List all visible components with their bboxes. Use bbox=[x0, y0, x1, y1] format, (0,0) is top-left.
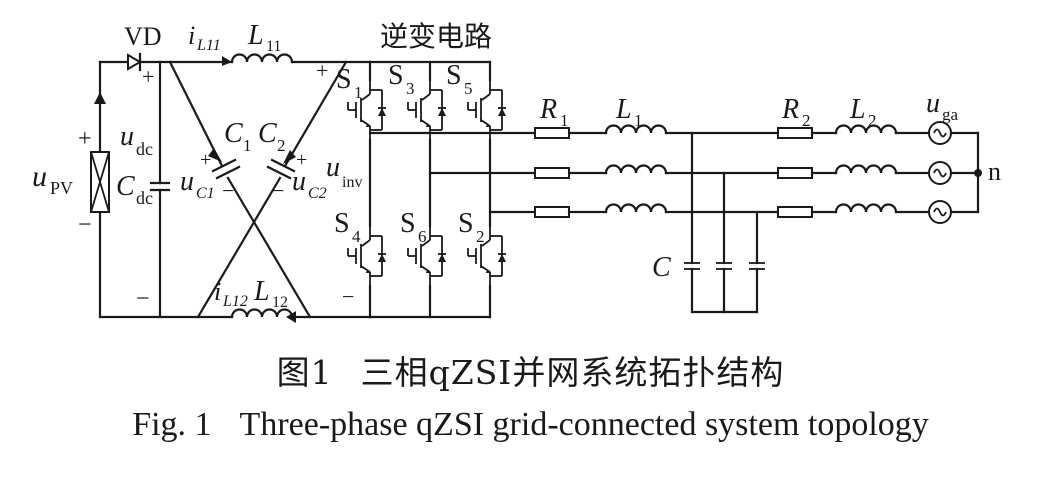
capacitor-c1-branch bbox=[168, 60, 312, 319]
inverter-title: 逆变电路 bbox=[380, 21, 492, 53]
l1-subscript: 1 bbox=[634, 111, 643, 130]
l11-subscript: 11 bbox=[266, 38, 281, 55]
r1-label: R bbox=[539, 94, 557, 125]
caption-en-number: Fig. 1 bbox=[132, 406, 212, 443]
cdc-subscript: dc bbox=[136, 188, 153, 208]
c2-subscript: 2 bbox=[277, 136, 286, 155]
s1-subscript: 1 bbox=[354, 83, 363, 102]
udc-subscript: dc bbox=[136, 139, 153, 159]
r2-subscript: 2 bbox=[802, 111, 811, 130]
uga-label: u bbox=[926, 88, 940, 119]
l11-label: L bbox=[247, 20, 264, 51]
uc1-plus-sign: + bbox=[200, 149, 211, 171]
l12-label: L bbox=[253, 276, 270, 307]
uga-subscript: ga bbox=[942, 105, 959, 124]
uc2-plus-sign: + bbox=[296, 149, 307, 171]
vd-label: VD bbox=[124, 22, 162, 51]
filter-c-label: C bbox=[652, 252, 671, 283]
r2-label: R bbox=[781, 94, 799, 125]
s6-label: S bbox=[400, 208, 416, 239]
diode-vd bbox=[127, 52, 142, 72]
inductor-l11 bbox=[230, 53, 294, 64]
s2-label: S bbox=[458, 208, 474, 239]
s3-label: S bbox=[388, 60, 404, 91]
uc2-label: u bbox=[292, 166, 306, 197]
caption-cn-text: 三相qZSI并网系统拓扑结构 bbox=[360, 353, 785, 392]
qzsi-circuit-diagram: + − u PV VD + u dc C dc − i L11 L 11 i L… bbox=[32, 20, 1001, 323]
il11-subscript: L11 bbox=[196, 37, 221, 54]
neutral-label: n bbox=[988, 157, 1001, 186]
upv-subscript: PV bbox=[50, 178, 73, 198]
uc1-subscript: C1 bbox=[196, 185, 215, 202]
dc-plus-sign: + bbox=[142, 64, 154, 89]
caption-en-text: Three-phase qZSI grid-connected system t… bbox=[239, 406, 929, 443]
inverter-leg-c bbox=[467, 60, 537, 319]
l12-subscript: 12 bbox=[272, 294, 288, 311]
inverter-leg-b bbox=[407, 60, 537, 319]
phase-b-line bbox=[534, 161, 980, 185]
inv-minus-sign: − bbox=[342, 284, 354, 309]
uc1-label: u bbox=[180, 166, 194, 197]
pv-plus-sign: + bbox=[78, 126, 92, 152]
r1-subscript: 1 bbox=[560, 111, 569, 130]
uc1-minus-sign: − bbox=[222, 178, 234, 203]
l2-label: L bbox=[849, 94, 866, 125]
uinv-label: u bbox=[326, 152, 340, 183]
s2-subscript: 2 bbox=[476, 227, 485, 246]
caption-english: Fig. 1 Three-phase qZSI grid-connected sy… bbox=[0, 406, 1061, 444]
udc-label: u bbox=[120, 121, 134, 152]
il12-label: i bbox=[214, 277, 221, 306]
l2-subscript: 2 bbox=[868, 111, 877, 130]
uinv-subscript: inv bbox=[342, 174, 362, 191]
s6-subscript: 6 bbox=[418, 227, 427, 246]
inverter-leg-a bbox=[347, 60, 537, 319]
s3-subscript: 3 bbox=[406, 79, 415, 98]
inv-plus-sign: + bbox=[316, 58, 328, 83]
cdc-label: C bbox=[116, 171, 135, 202]
c1-label: C bbox=[224, 118, 243, 149]
pv-minus-sign: − bbox=[78, 212, 92, 238]
phase-c-line bbox=[534, 200, 980, 224]
l1-label: L bbox=[615, 94, 632, 125]
s4-subscript: 4 bbox=[352, 227, 361, 246]
uc2-subscript: C2 bbox=[308, 185, 327, 202]
c2-label: C bbox=[258, 118, 277, 149]
filter-capacitors bbox=[683, 131, 766, 314]
capacitor-c2-branch bbox=[196, 60, 348, 319]
s5-subscript: 5 bbox=[464, 79, 473, 98]
caption-cn-number: 图1 bbox=[276, 353, 333, 392]
s4-label: S bbox=[334, 208, 350, 239]
il12-subscript: L12 bbox=[222, 293, 248, 310]
dc-minus-sign: − bbox=[136, 286, 150, 312]
uc2-minus-sign: − bbox=[272, 178, 284, 203]
neutral-bus bbox=[974, 131, 982, 214]
phase-a-line bbox=[534, 121, 980, 145]
pv-source bbox=[90, 60, 110, 319]
caption-chinese: 图1 三相qZSI并网系统拓扑结构 bbox=[0, 346, 1061, 394]
c1-subscript: 1 bbox=[243, 136, 252, 155]
s5-label: S bbox=[446, 60, 462, 91]
il11-label: i bbox=[188, 21, 195, 50]
s1-label: S bbox=[336, 64, 352, 95]
upv-label: u bbox=[32, 160, 47, 193]
